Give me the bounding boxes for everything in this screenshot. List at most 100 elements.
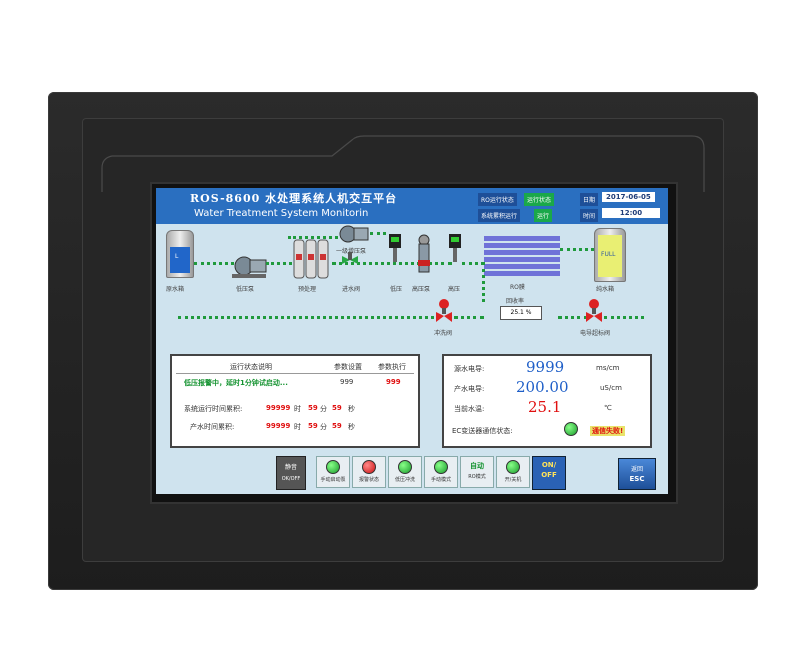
process-diagram: L 原水箱 低压泵 预处理 一级增压泵 (156, 224, 668, 348)
raw-water-tank: L (166, 230, 194, 278)
pure-tank-level (598, 235, 622, 277)
flush-valve-icon (436, 299, 452, 322)
alarm-setting[interactable]: 999 (340, 378, 354, 386)
unit-minutes: 分 (320, 405, 327, 413)
sys-runtime-label: 系统运行时间累积: (184, 405, 243, 413)
low-pressure-label: 低压 (390, 286, 403, 293)
prod-cond-label: 产水电导: (454, 385, 485, 393)
date-value: 2017-06-05 (602, 192, 655, 202)
prod-cond-unit: uS/cm (600, 384, 622, 392)
source-cond-label: 源水电导: (454, 365, 485, 373)
high-pressure-gauge-icon (449, 234, 461, 262)
esc-top-label: 返回 (630, 466, 643, 473)
esc-button[interactable]: 返回 ESC (618, 458, 656, 490)
ec-comm-lamp (564, 422, 578, 436)
pretreat-label: 预处理 (298, 286, 317, 293)
power-label: 开/关机 (504, 477, 522, 483)
pipe-segment (370, 232, 386, 235)
lp-flush-lamp (398, 460, 412, 474)
unit-hours: 时 (294, 423, 301, 431)
sys-minutes: 59 (308, 404, 318, 412)
ro-mode-button[interactable]: 自动 RO模式 (460, 456, 494, 488)
raw-tank-label: 原水箱 (166, 286, 185, 293)
bezel-notch-line (101, 135, 705, 192)
source-cond-unit: ms/cm (596, 364, 620, 372)
app-subtitle: Water Treatment System Monitorin (194, 208, 369, 219)
ro-status-label: RO运行状态 (478, 193, 517, 206)
hmi-screen: ROS-8600 水处理系统人机交互平台 Water Treatment Sys… (156, 188, 668, 494)
prod-seconds: 59 (332, 422, 342, 430)
manual-mode-button[interactable]: 手动模式 (424, 456, 458, 488)
title-bar: ROS-8600 水处理系统人机交互平台 Water Treatment Sys… (156, 188, 668, 224)
app-title: ROS-8600 水处理系统人机交互平台 (190, 192, 398, 205)
pure-tank-label: 纯水箱 (596, 286, 615, 293)
booster-pump-label: 一级增压泵 (336, 248, 367, 255)
alarm-exec: 999 (386, 378, 401, 386)
unit-seconds: 秒 (348, 405, 355, 413)
booster-pump-icon (339, 225, 369, 243)
readings-panel: 源水电导: 9999 ms/cm 产水电导: 200.00 uS/cm 当前水温… (442, 354, 652, 448)
system-run-value: 运行 (534, 209, 553, 222)
ro-membrane-label: RO膜 (510, 284, 525, 291)
source-cond-value: 9999 (526, 358, 565, 376)
hp-pump-label: 高压泵 (412, 286, 431, 293)
alarm-status-lamp (362, 460, 376, 474)
pretreat-filters-icon (293, 239, 329, 279)
esc-label: ESC (629, 475, 645, 483)
pure-water-tank: FULL (594, 228, 626, 282)
on-label: ON/ (541, 461, 557, 469)
alarm-message: 低压报警中，延时1分钟试启动... (184, 379, 288, 387)
high-pressure-label: 高压 (448, 286, 461, 293)
pipe-segment (332, 262, 452, 265)
pipe-segment (558, 316, 588, 319)
mute-button[interactable]: 静音 OK/OFF (276, 456, 306, 490)
ro-membrane-icon (484, 236, 560, 276)
lp-pump-icon (232, 256, 267, 278)
run-status-panel: 运行状态说明 参数设置 参数执行 低压报警中，延时1分钟试启动... 999 9… (170, 354, 420, 448)
pipe-segment (178, 316, 434, 319)
pipe-segment (288, 236, 338, 239)
alarm-status-label: 报警状态 (358, 477, 379, 483)
power-lamp (506, 460, 520, 474)
prod-hours: 99999 (266, 422, 291, 430)
ro-status-value: 运行状态 (524, 193, 555, 206)
ec-valve-icon (586, 299, 602, 322)
pipe-segment (560, 248, 594, 251)
status-header-setting: 参数设置 (334, 363, 362, 371)
ro-mode-label: RO模式 (468, 474, 486, 480)
temp-unit: ℃ (604, 404, 612, 412)
lp-flush-label: 低压冲洗 (394, 477, 415, 483)
flush-valve-label: 冲洗阀 (434, 330, 453, 337)
temp-value: 25.1 (528, 398, 562, 416)
raw-tank-level-text: L (175, 253, 179, 260)
manual-mode-lamp (434, 460, 448, 474)
manual-pump-lamp (326, 460, 340, 474)
temp-label: 当前水温: (454, 405, 485, 413)
pipe-segment (462, 262, 484, 265)
prod-cond-value: 200.00 (516, 378, 569, 396)
pure-tank-level-text: FULL (601, 251, 616, 258)
status-header-desc: 运行状态说明 (230, 363, 272, 371)
pipe-segment (194, 262, 234, 265)
on-off-toggle[interactable]: ON/ OFF (532, 456, 566, 490)
power-button[interactable]: 开/关机 (496, 456, 530, 488)
mute-label: 静音 (284, 464, 297, 471)
recovery-label: 回收率 (506, 298, 525, 305)
hp-pump-icon (418, 234, 430, 273)
pipe-segment (482, 262, 485, 302)
pipe-segment (454, 316, 484, 319)
time-label: 时间 (580, 209, 599, 222)
date-label: 日期 (580, 193, 599, 206)
sys-hours: 99999 (266, 404, 291, 412)
alarm-status-button[interactable]: 报警状态 (352, 456, 386, 488)
ec-comm-state: 通信失败! (590, 426, 626, 436)
lp-flush-button[interactable]: 低压冲洗 (388, 456, 422, 488)
time-value: 12:00 (602, 208, 660, 218)
recovery-value: 25.1 % (500, 306, 542, 320)
pipe-segment (604, 316, 644, 319)
status-header-exec: 参数执行 (378, 363, 406, 371)
inlet-valve-icon (342, 252, 358, 264)
unit-seconds: 秒 (348, 423, 355, 431)
manual-pump-button[interactable]: 手动启动泵 (316, 456, 350, 488)
ec-valve-label: 电导超标阀 (580, 330, 611, 337)
